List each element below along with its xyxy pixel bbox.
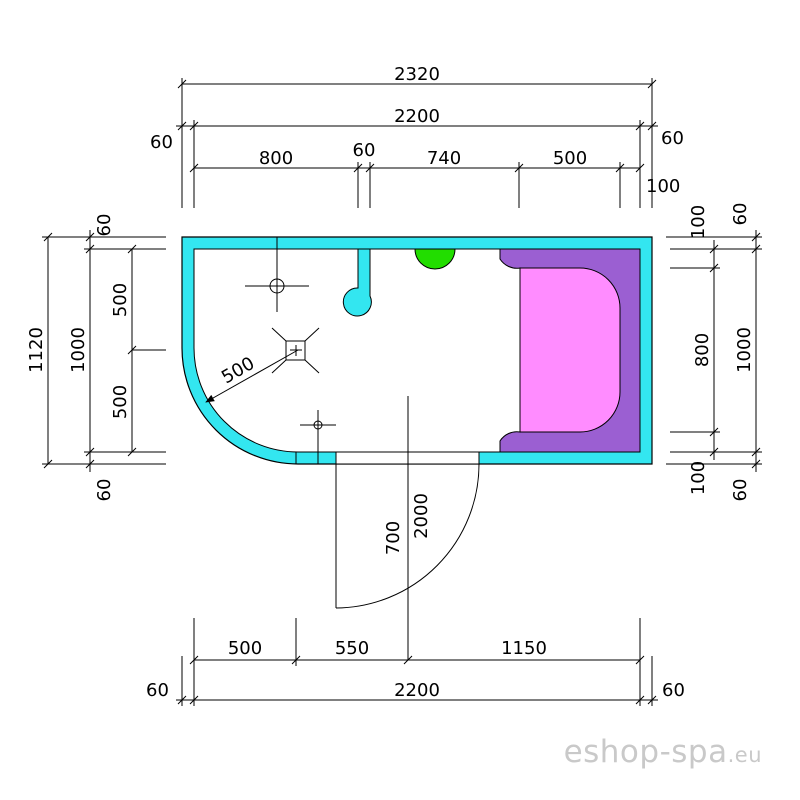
- dim-right-top-60: 60: [730, 203, 751, 226]
- dim-left-lower: 500: [110, 385, 131, 419]
- door-height-label: 2000: [411, 493, 432, 539]
- light-fixture-icon: [245, 237, 309, 312]
- dim-right-bottom-60: 60: [730, 479, 751, 502]
- bench-cushion: [519, 267, 621, 433]
- dim-bottom-500: 500: [228, 638, 262, 659]
- partition-wall: [342, 248, 372, 317]
- dim-top-inner: 2200: [394, 106, 440, 127]
- left-dimensions: 1120 1000 60 60 500 500: [26, 214, 166, 502]
- dim-right-bottom-100: 100: [688, 461, 709, 495]
- radius-leader: [205, 349, 299, 403]
- dim-bottom-wall-right: 60: [662, 680, 685, 701]
- dim-seg-100: 100: [646, 176, 680, 197]
- dim-top-wall-left: 60: [150, 132, 173, 153]
- watermark-logo: eshop-spa.eu: [564, 734, 762, 770]
- door-swing: [335, 463, 480, 609]
- dim-seg-500: 500: [553, 148, 587, 169]
- dim-left-inner: 1000: [68, 327, 89, 373]
- dim-seg-800: 800: [259, 148, 293, 169]
- dim-top-wall-right: 60: [661, 128, 684, 149]
- door-width-label: 700: [383, 521, 404, 555]
- dim-seg-740: 740: [427, 148, 461, 169]
- dim-seg-60: 60: [353, 140, 376, 161]
- dim-right-1000: 1000: [734, 327, 755, 373]
- vent-icon: [414, 248, 456, 270]
- dim-bottom-total: 2200: [394, 680, 440, 701]
- bottom-dimensions: 500 550 1150 2200 60 60: [146, 618, 685, 706]
- right-dimensions: 100 60 800 1000 100 60: [666, 203, 762, 502]
- dim-left-bottom-wall: 60: [94, 479, 115, 502]
- dim-left-total: 1120: [26, 327, 47, 373]
- dim-bottom-550: 550: [335, 638, 369, 659]
- dim-right-800: 800: [692, 333, 713, 367]
- dim-right-top-100: 100: [688, 205, 709, 239]
- outlet-icon: [300, 410, 336, 452]
- dim-left-upper: 500: [110, 283, 131, 317]
- top-dimensions: 2320 2200 60 60 800 60 740 500 100: [150, 64, 684, 208]
- dim-bottom-wall-left: 60: [146, 680, 169, 701]
- watermark-name: eshop-spa: [563, 734, 728, 770]
- drain-icon: [271, 327, 320, 374]
- dim-left-top-wall: 60: [94, 214, 115, 237]
- dim-top-total: 2320: [394, 64, 440, 85]
- dim-bottom-1150: 1150: [501, 638, 547, 659]
- watermark-tld: .eu: [727, 743, 762, 767]
